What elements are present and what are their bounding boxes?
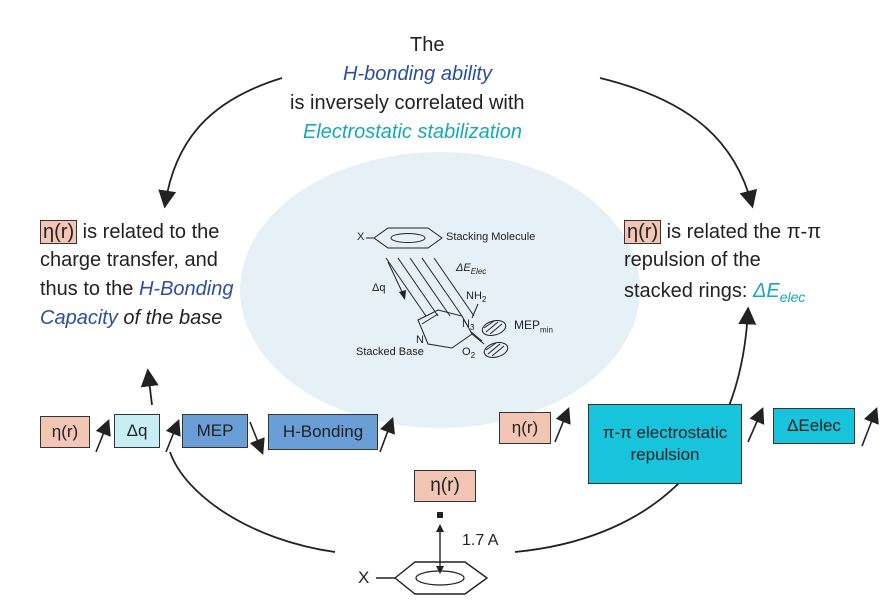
bottom-eta-box: η(r) [414,470,476,502]
delta-q-label: Δq [372,282,386,294]
bottom-x-label: X [358,568,370,587]
left-text-line-4: Capacity of the base [40,305,222,331]
stacking-molecule-label: Stacking Molecule [446,231,536,243]
n3-sub: 3 [469,323,475,333]
molecule-x-label: X [357,231,365,243]
chain-arrow-6 [747,407,765,443]
arrow-top-left [158,77,283,209]
left-text-line-4a: Capacity [40,307,118,329]
right-text-line-3: stacked rings: ΔEelec [624,278,805,310]
left-text-line-3a: thus to the [40,278,139,300]
title-line-4: Electrostatic stabilization [303,121,522,143]
nh2-sub: 2 [481,295,487,305]
right-text-line-1-rest: is related the π-π [661,221,821,243]
right-chain-eta-box: η(r) [499,412,551,444]
left-text-line-3b: H-Bonding [138,278,234,300]
point-marker [437,512,443,518]
nh2-text: NH [466,290,482,302]
chain-arrow-2 [165,419,181,453]
eta-label: η(r) [40,220,78,244]
chain-arrow-3 [249,421,265,455]
arrow-bottom-left [169,451,336,553]
stacked-base-label: Stacked Base [356,346,424,358]
nh2-label: NH2 [466,290,486,304]
title-line-2: H-bonding ability [343,63,492,85]
right-text-line-2: repulsion of the [624,249,761,271]
delta-e-text: ΔE [456,262,471,274]
mep-min-label: MEPmin [514,318,553,334]
right-text-delta-e-sub: elec [779,289,806,305]
benzene-ring-bottom [393,561,489,595]
o2-label: O2 [462,346,475,360]
chain-arrow-7 [861,407,879,447]
left-chain-hbonding-box: H-Bonding [268,414,378,450]
title-line-1: The [410,34,445,56]
title-line-3: is inversely correlated with [290,92,525,114]
left-chain-mep-box: MEP [182,414,248,448]
left-text-line-3: thus to the H-Bonding [40,276,233,302]
o2-sub: 2 [470,351,476,361]
right-chain-delta-e-box: ΔEelec [773,408,855,444]
eta-label: η(r) [624,220,662,244]
left-text-line-1: η(r) is related to the [40,219,219,245]
right-chain-repulsion-box: π-π electrostatic repulsion [588,404,742,484]
chain-arrow-1 [95,419,111,453]
chain-arrow-4 [379,417,395,453]
chain-arrow-5 [554,407,571,443]
left-text-line-1-rest: is related to the [77,221,220,243]
arrow-up-left [140,368,159,406]
left-chain-eta-box: η(r) [40,416,90,448]
arrow-bottom-right [514,306,757,553]
right-text-delta-e: ΔE [752,280,780,302]
n-label: N [416,334,424,346]
mep-text: MEP [514,318,541,332]
delta-e-sub: Elec [470,267,487,277]
left-text-line-2: charge transfer, and [40,249,218,271]
left-chain-dq-box: Δq [114,414,160,448]
right-text-line-3a: stacked rings: [624,280,753,302]
n3-label: N3 [462,318,474,332]
benzene-ring-top [373,227,443,249]
background-ellipse [240,152,640,428]
o2-text: O [462,346,471,358]
lone-pair-lobes [481,320,509,358]
delta-e-elec-label: ΔEElec [456,262,486,276]
right-text-line-1: η(r) is related the π-π [624,219,821,245]
arrow-top-right [599,77,758,209]
mep-sub: min [540,325,553,335]
distance-label: 1.7 A [462,532,499,549]
left-text-line-4b: of the base [117,307,223,329]
n3-text: N [462,318,470,330]
